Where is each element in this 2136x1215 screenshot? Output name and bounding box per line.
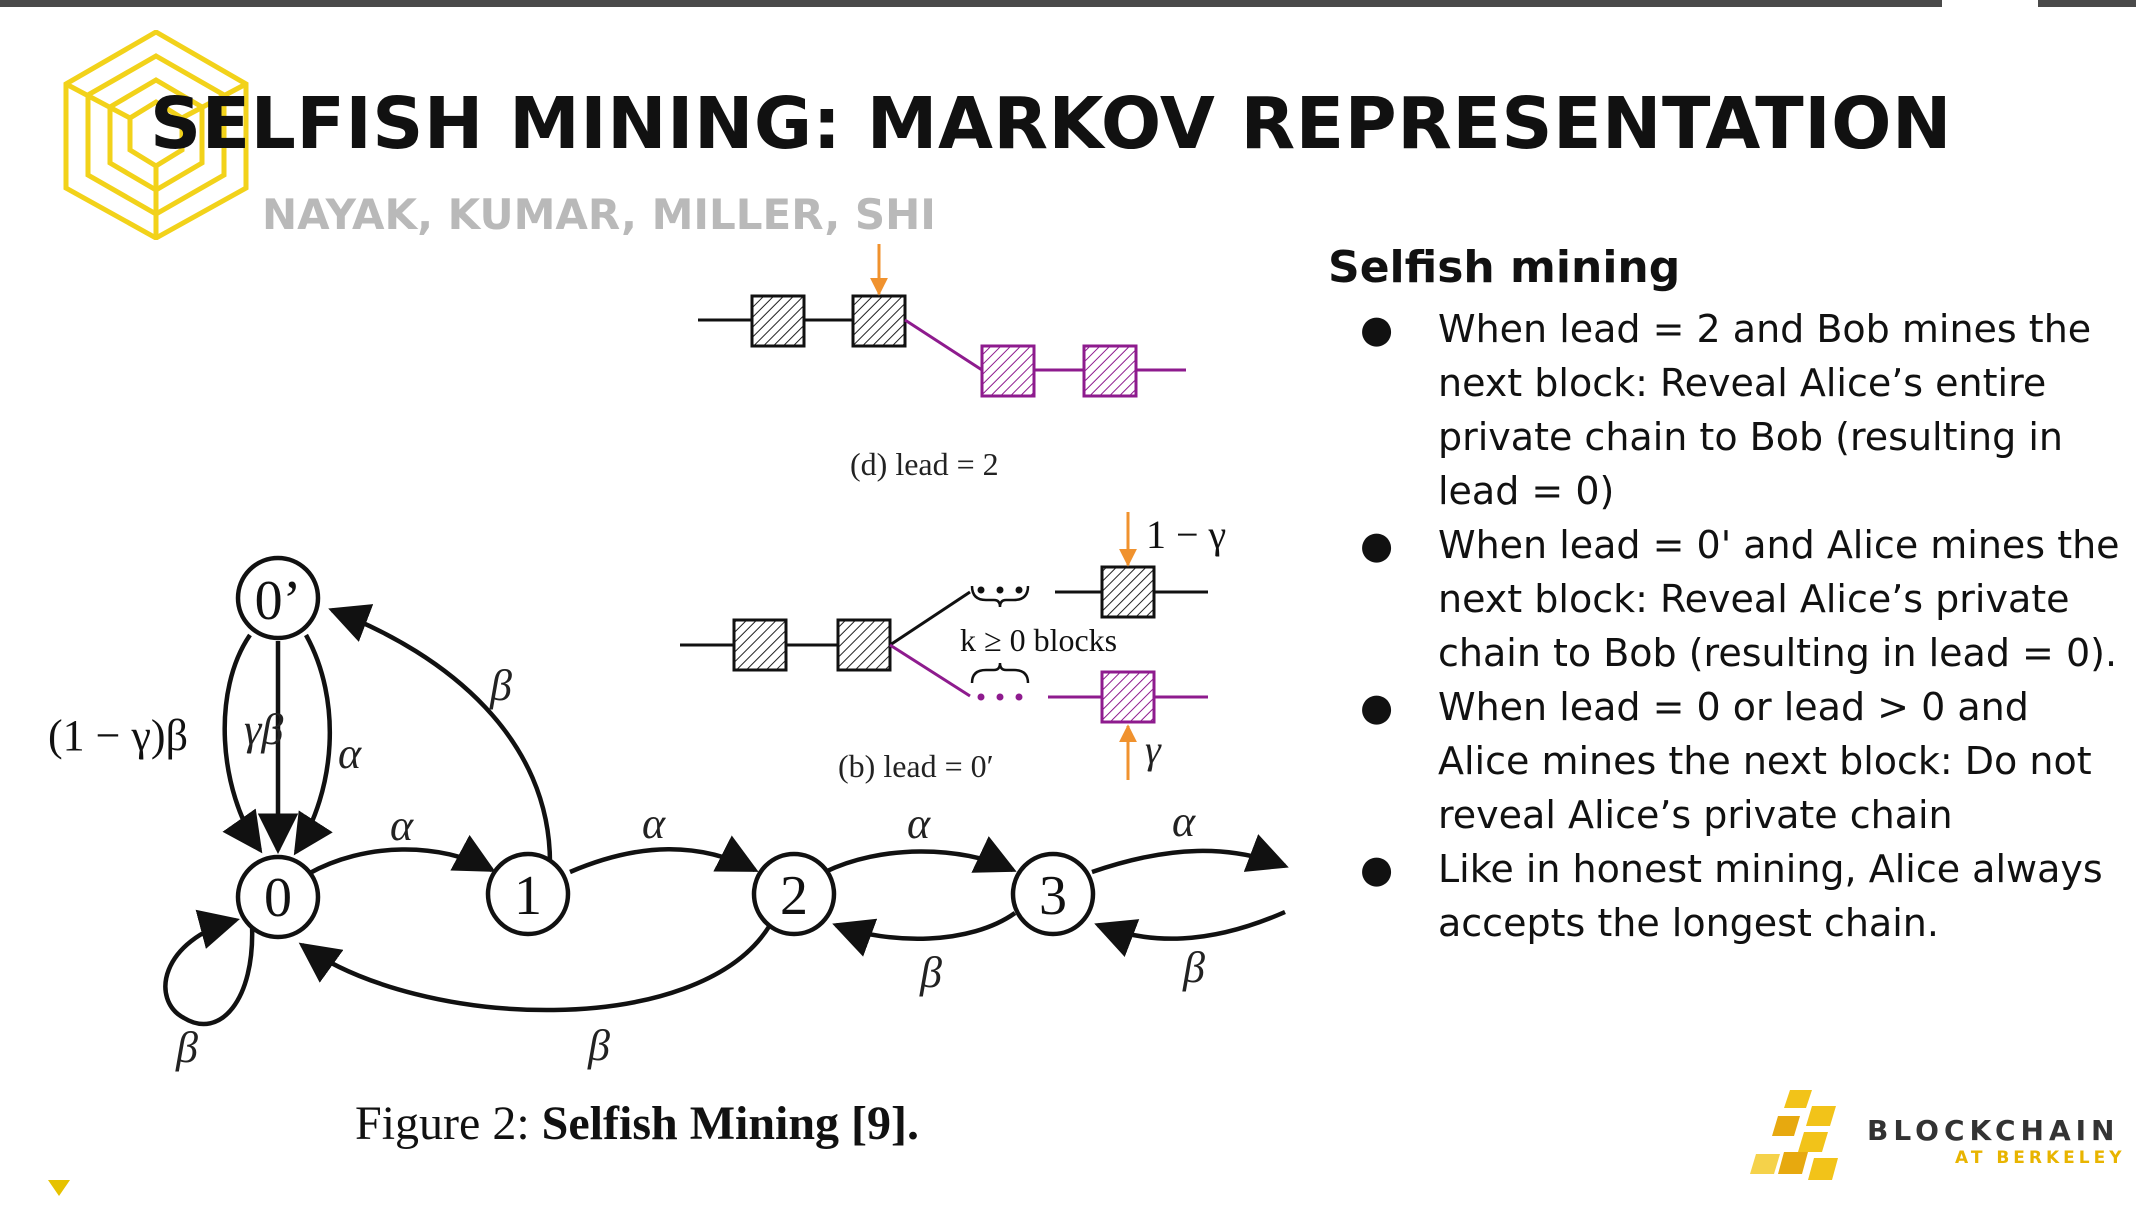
brand-subtitle: AT BERKELEY [1955,1148,2126,1168]
label-alpha-2-3: α [907,799,931,848]
subcaption-d: (d) lead = 2 [850,446,999,482]
bullet-icon: ● [1360,307,1394,351]
label-beta-1-0p: β [489,661,512,710]
subcaption-b: (b) lead = 0′ [838,748,994,784]
state-3: 3 [1039,865,1067,927]
label-beta-n-3: β [1182,943,1205,992]
label-beta-self: β [175,1023,198,1072]
caption-prefix: Figure 2: [355,1097,530,1150]
markov-edges [163,604,1289,1027]
chain-lead-0prime [680,512,1208,780]
figure-caption: Figure 2: Selfish Mining [9]. [355,1096,919,1151]
label-alpha-1-2: α [642,799,666,848]
bullet-icon: ● [1360,523,1394,567]
top-bar [0,0,2136,7]
blockchain-logo-icon [1750,1090,1838,1180]
label-beta-2-0: β [587,1021,610,1070]
bullet-icon: ● [1360,847,1394,891]
label-one-minus-gamma-beta: (1 − γ)β [48,711,188,760]
top-bar-notch [1942,0,2038,7]
triangle-marker-icon [48,1180,70,1196]
notes-list: ●When lead = 2 and Bob mines the next bl… [1360,302,2120,950]
label-gamma: γ [1145,727,1162,772]
caption-title: Selfish Mining [9]. [541,1097,920,1150]
chain-lead-2 [698,244,1186,398]
notes-heading: Selfish mining [1328,242,1681,293]
label-beta-3-2: β [919,948,942,997]
bullet-icon: ● [1360,685,1394,729]
label-gamma-beta: γβ [244,705,283,754]
hexagon-logo-icon [63,30,249,240]
brand-name: BLOCKCHAIN [1867,1114,2120,1147]
label-alpha-0p: α [338,729,362,778]
list-item: ●When lead = 2 and Bob mines the next bl… [1360,302,2120,518]
markov-diagram: 1 − γ γ k ≥ 0 blocks 0’ 0 1 [48,244,1289,1072]
label-one-minus-gamma: 1 − γ [1146,512,1226,557]
list-item: ●When lead = 0' and Alice mines the next… [1360,518,2120,680]
list-item: ●Like in honest mining, Alice always acc… [1360,842,2120,950]
markov-states [235,555,1096,940]
slide-subtitle: NAYAK, KUMAR, MILLER, SHI [262,190,936,239]
label-alpha-0-1: α [390,801,414,850]
list-item: ●When lead = 0 or lead > 0 and Alice min… [1360,680,2120,842]
label-k-blocks: k ≥ 0 blocks [960,622,1117,658]
slide-title: SELFISH MINING: MARKOV REPRESENTATION [150,82,1952,165]
state-0prime: 0’ [255,570,302,632]
state-0: 0 [264,867,292,929]
state-1: 1 [514,865,542,927]
label-alpha-3-n: α [1172,797,1196,846]
state-2: 2 [780,865,808,927]
